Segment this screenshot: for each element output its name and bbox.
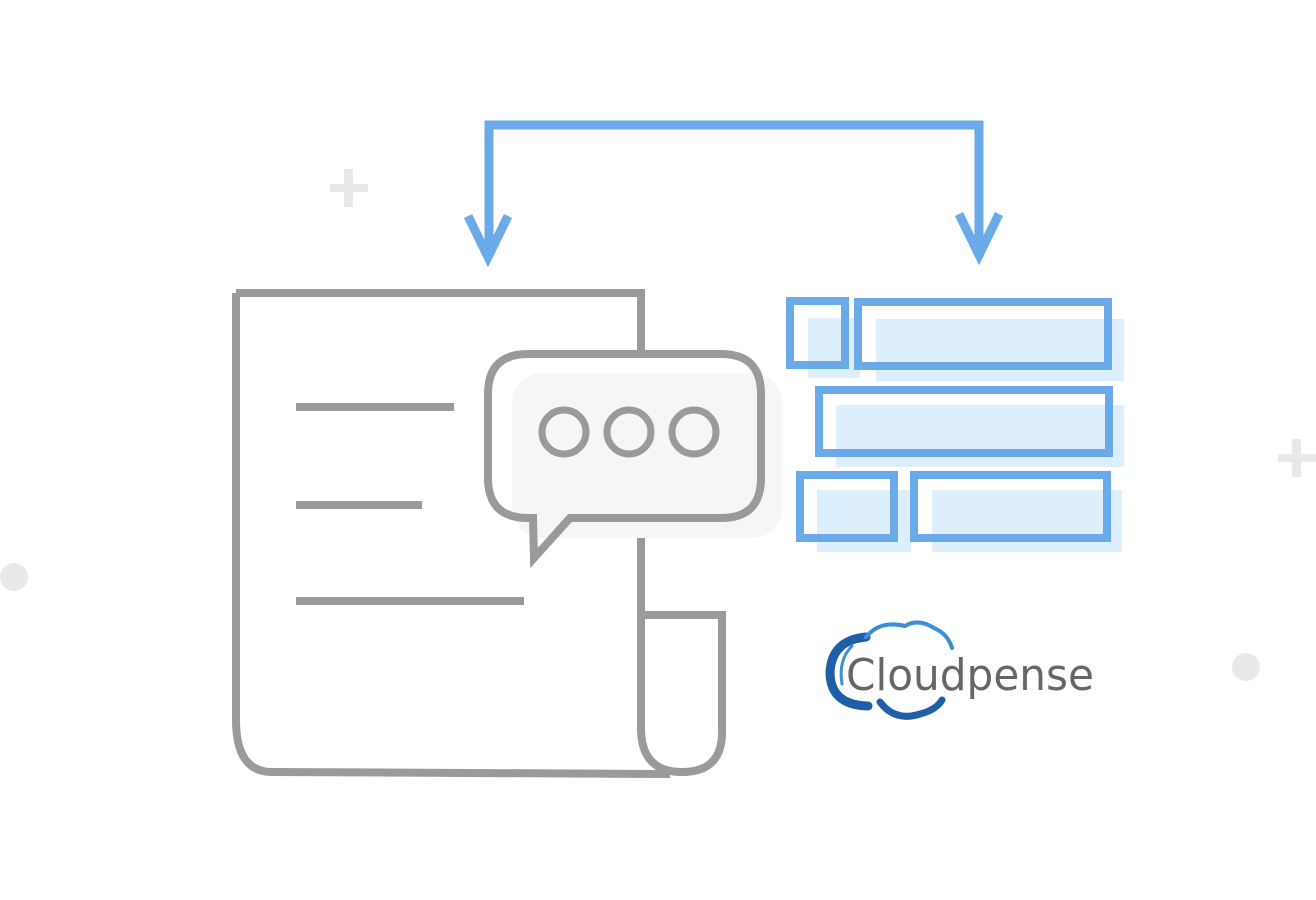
typing-dot-icon [668, 406, 720, 458]
decorations [0, 169, 1316, 681]
dot-decor-icon [0, 563, 28, 591]
grid-field [786, 297, 849, 369]
plus-decor-icon [1278, 439, 1316, 477]
brand-name: Cloudpense [846, 650, 1094, 701]
cloud-logo-icon [825, 620, 954, 720]
dot-decor-icon [1232, 653, 1260, 681]
typing-dot-icon [538, 406, 590, 458]
arrow-connector-line [484, 120, 984, 257]
grid-field [815, 386, 1113, 457]
typing-dot-icon [603, 406, 655, 458]
grid-field [854, 298, 1112, 370]
grid-field-outlines [786, 297, 1113, 542]
grid-field [796, 471, 898, 542]
arrow-head-right [954, 212, 1004, 266]
field-grid-icon [786, 297, 1124, 552]
document-icon [232, 289, 727, 778]
speech-bubble-outline [484, 350, 765, 569]
bidirectional-arrow-icon [463, 120, 1004, 268]
document-outline [232, 289, 727, 778]
speech-bubble-icon [484, 350, 782, 569]
cloudpense-logo: Cloudpense [825, 620, 1094, 720]
plus-decor-icon [330, 169, 368, 207]
arrow-head-left [463, 214, 513, 268]
grid-field [910, 471, 1111, 542]
